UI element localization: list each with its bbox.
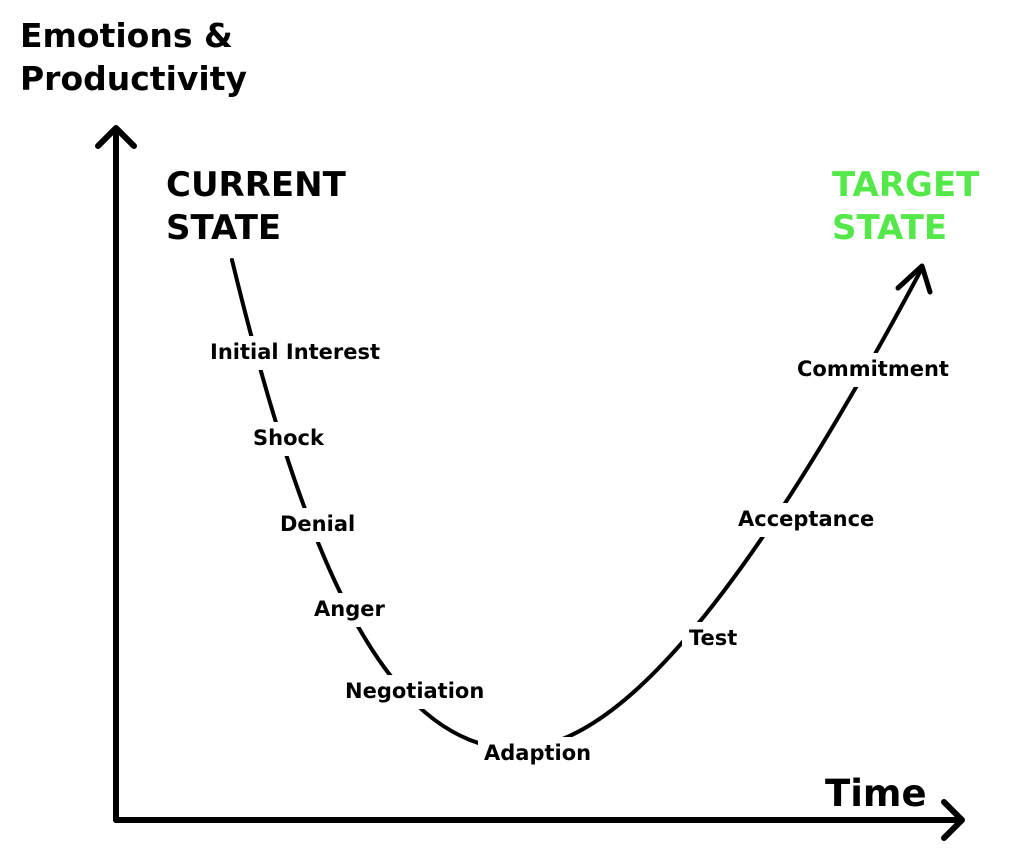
stage-label-acceptance: Acceptance	[738, 507, 875, 531]
curve-end-arrow-icon	[895, 263, 933, 295]
y-axis-title-line-2: Productivity	[20, 59, 248, 98]
current-state-label: CURRENT STATE	[166, 164, 346, 250]
target-state-line-1: TARGET	[832, 165, 980, 205]
x-axis-title: Time	[825, 772, 927, 815]
target-state-line-2: STATE	[832, 208, 948, 248]
y-axis-arrow-icon	[95, 125, 137, 149]
stage-label-test: Test	[689, 626, 738, 650]
stage-label-commitment: Commitment	[797, 357, 949, 381]
stage-label-initial-interest: Initial Interest	[210, 340, 381, 364]
stage-label-shock: Shock	[253, 426, 324, 450]
x-axis-arrow-icon	[941, 799, 965, 841]
current-state-line-2: STATE	[166, 208, 282, 248]
stage-label-negotiation: Negotiation	[345, 679, 485, 703]
stage-label-anger: Anger	[314, 597, 385, 621]
current-state-line-1: CURRENT	[166, 165, 346, 205]
stage-label-denial: Denial	[280, 512, 356, 536]
target-state-label: TARGET STATE	[832, 164, 979, 250]
y-axis-title-line-1: Emotions &	[20, 16, 233, 55]
label-gaps	[204, 336, 960, 771]
stage-label-adaption: Adaption	[484, 741, 592, 765]
y-axis-title: Emotions & Productivity	[20, 14, 247, 100]
